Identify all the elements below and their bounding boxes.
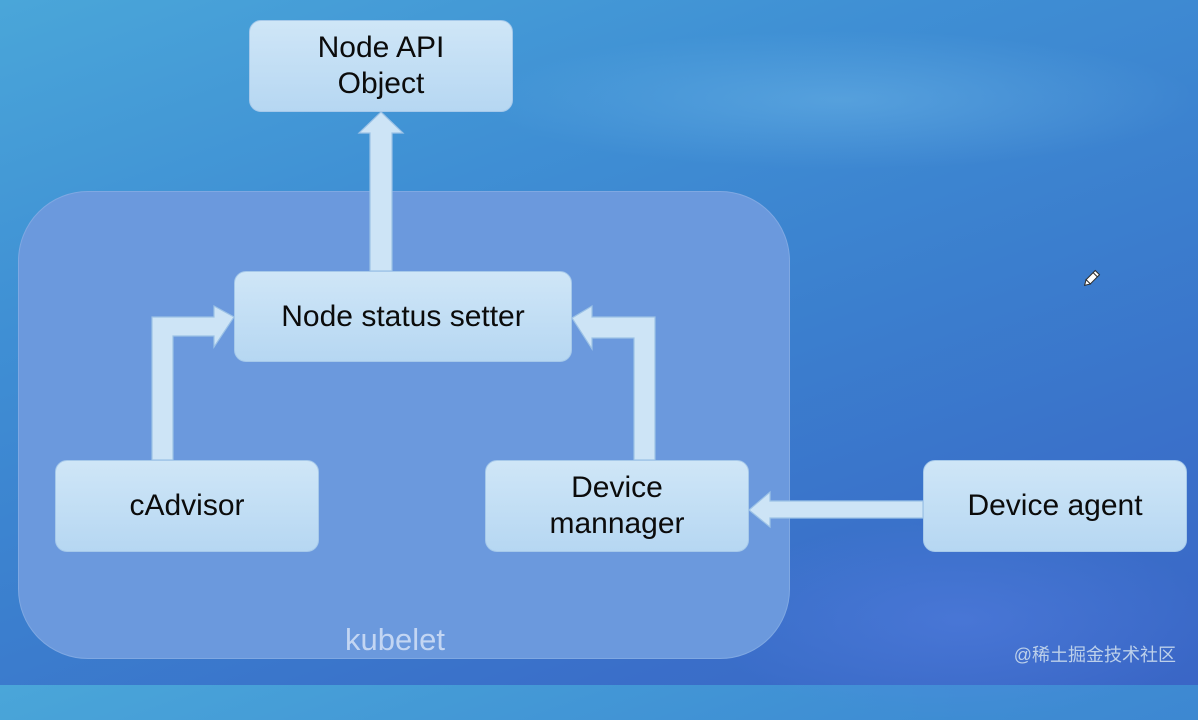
kubelet-container: [18, 191, 790, 659]
arrow-setter-to-api: [357, 111, 405, 272]
arrow-agent-to-devmgr: [748, 490, 924, 529]
device-agent-box: Device agent: [923, 460, 1187, 552]
kubelet-label: kubelet: [345, 622, 445, 657]
pencil-icon: [1083, 269, 1101, 287]
arrow-devmgr-to-setter: [571, 304, 656, 461]
arrows-layer: [151, 111, 924, 529]
device-manager-box: Device mannager: [485, 460, 749, 552]
watermark: @稀土掘金技术社区: [1013, 645, 1176, 665]
node-status-setter-box: Node status setter: [234, 271, 572, 362]
node-api-object-box: Node API Object: [249, 20, 513, 112]
cadvisor-box: cAdvisor: [55, 460, 319, 552]
arrow-cadvisor-to-setter: [151, 304, 235, 461]
